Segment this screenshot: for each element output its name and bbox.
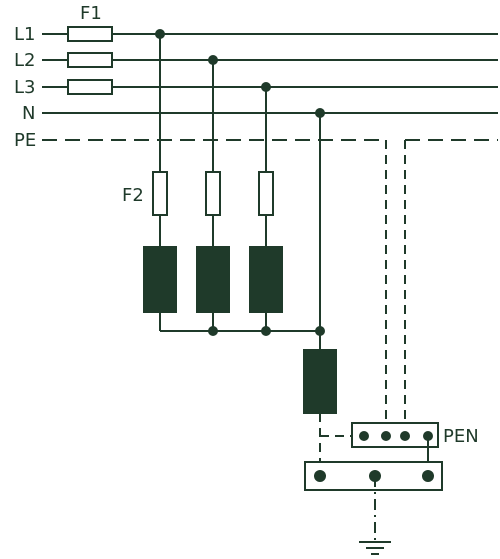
fuse-symbol: [67, 79, 113, 95]
earth-terminal-dot: [369, 470, 381, 482]
main-fuses: [67, 26, 113, 95]
ground-icon: [359, 541, 391, 555]
earth-terminal-dot: [422, 470, 434, 482]
surge-arrester-block: [143, 246, 177, 313]
junction-dot: [261, 326, 271, 336]
terminal-dot: [359, 431, 369, 441]
junction-dot: [208, 326, 218, 336]
surge-arrester-block: [249, 246, 283, 313]
fuse-symbol: [258, 171, 274, 216]
label-n: N: [22, 103, 35, 124]
fuse-symbol: [152, 171, 168, 216]
label-l2: L2: [14, 50, 35, 71]
bus-lines: [42, 33, 498, 141]
fuse-symbol: [67, 52, 113, 68]
branch-drops: [159, 34, 321, 350]
junction-dots: [155, 29, 434, 482]
terminal-dot: [423, 431, 433, 441]
junction-dot: [261, 82, 271, 92]
terminal-dot: [400, 431, 410, 441]
diagram-labels: F1 F2 L1 L2 L3 N PE PEN: [14, 3, 479, 447]
branch-fuses: [152, 171, 274, 216]
label-l3: L3: [14, 77, 35, 98]
earth-terminal-dot: [314, 470, 326, 482]
junction-dot: [208, 55, 218, 65]
label-f2: F2: [122, 185, 144, 206]
fuse-symbol: [205, 171, 221, 216]
junction-dot: [315, 326, 325, 336]
label-f1: F1: [80, 3, 102, 24]
junction-dot: [315, 108, 325, 118]
surge-arresters: [143, 246, 337, 414]
surge-arrester-block: [303, 349, 337, 414]
surge-arrester-block: [196, 246, 230, 313]
arrester-return: [159, 312, 320, 332]
label-pe: PE: [14, 130, 36, 151]
fuse-symbol: [67, 26, 113, 42]
label-l1: L1: [14, 24, 35, 45]
terminal-dot: [381, 431, 391, 441]
label-pen: PEN: [443, 426, 479, 447]
junction-dot: [155, 29, 165, 39]
